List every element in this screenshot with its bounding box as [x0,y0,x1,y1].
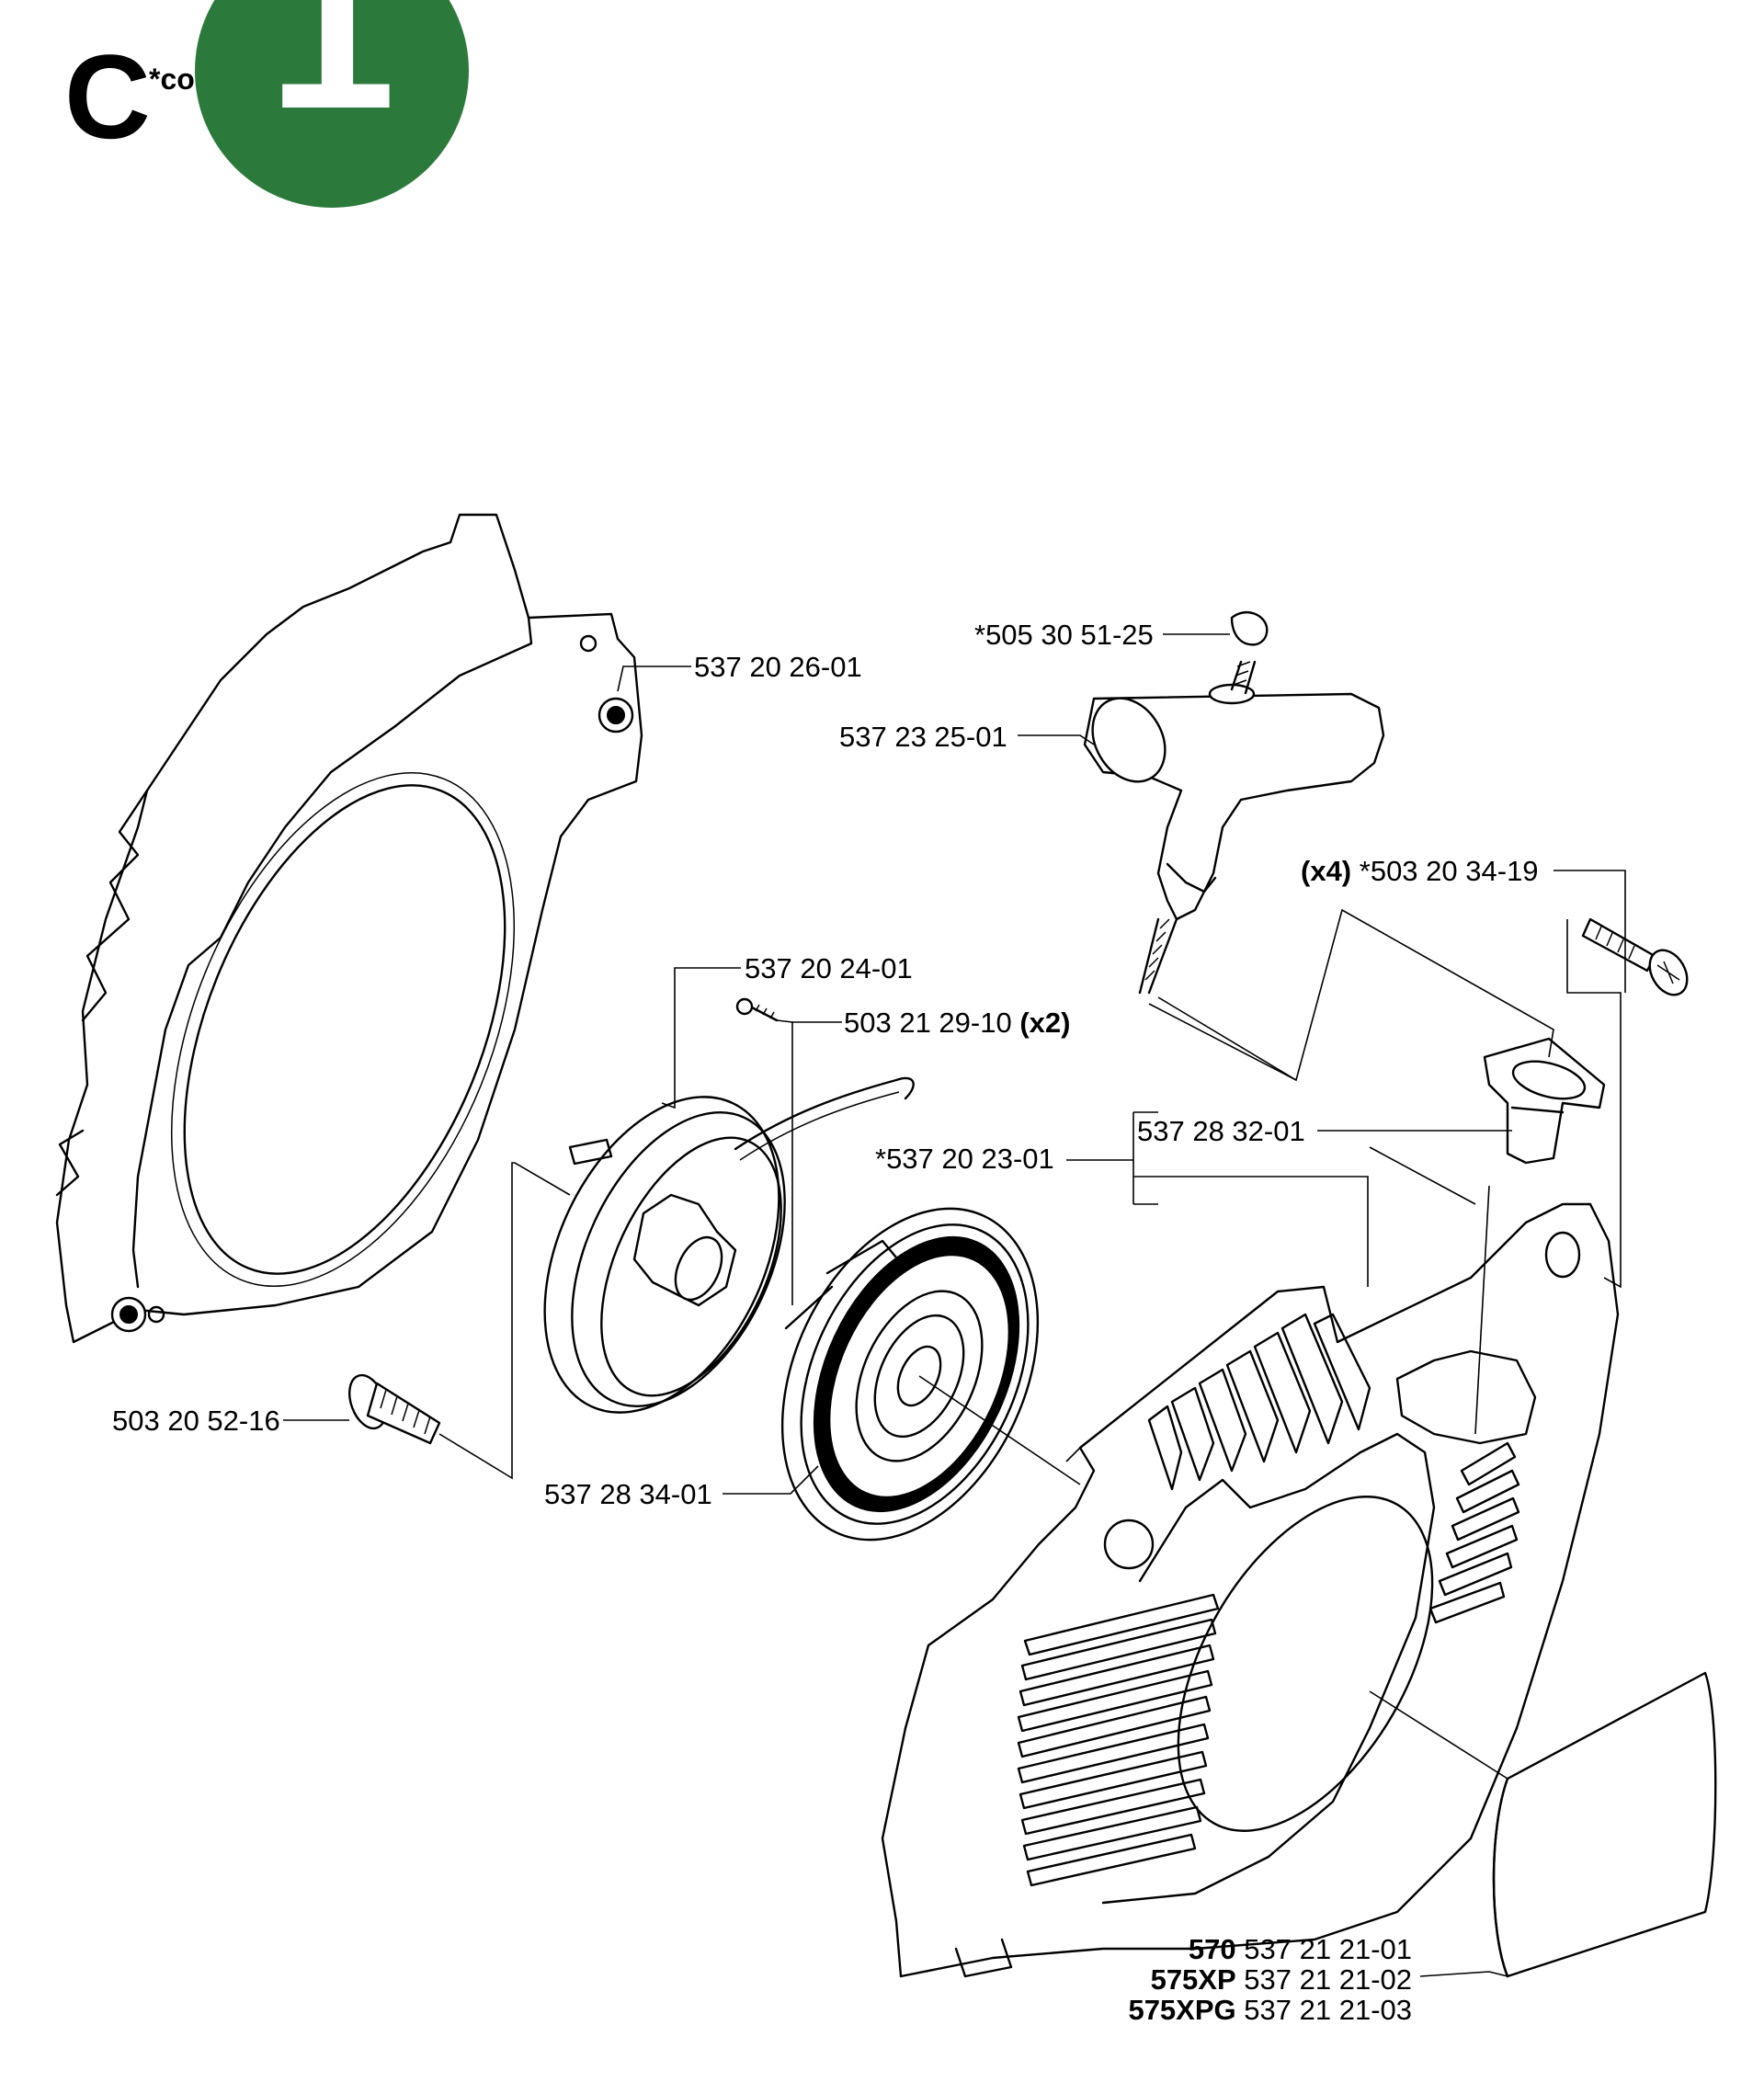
small-screw-part [735,997,779,1022]
model-row-575xpg: 575XPG 537 21 21-03 [1128,1996,1412,2024]
spring-cassette-part [780,1207,1040,1542]
starter-pulley-part [543,1076,915,1414]
label-bushing: 537 28 32-01 [1137,1115,1305,1147]
label-small-screw-qty: (x2) [1019,1007,1071,1039]
label-small-screw: 503 21 29-10 (x2) [844,1008,1070,1037]
housing-decal-part [1492,1671,1717,1978]
page-number: 1 [267,0,396,156]
model-part-number: 537 21 21-01 [1244,1933,1412,1965]
fan-cover-part [55,513,643,1344]
label-pulley: 537 20 24-01 [745,952,913,984]
starter-handle-part [1083,611,1385,995]
model-name: 575XPG [1128,1994,1236,2026]
cord-guide-bushing-part [1483,1037,1606,1165]
label-spring-cassette: 537 28 34-01 [544,1478,712,1510]
label-small-screw-part: 503 21 29-10 [844,1007,1012,1039]
label-cover-screw: (x4) *503 20 34-19 [1301,857,1539,885]
section-letter: C [64,29,151,164]
cover-screw-part [1581,917,1689,996]
label-fan-cover: 537 20 26-01 [694,651,862,683]
model-row-570: 570 537 21 21-01 [1189,1935,1412,1963]
model-part-number: 537 21 21-02 [1244,1963,1412,1996]
model-row-575xp: 575XP 537 21 21-02 [1151,1965,1412,1994]
label-cover-screw-qty: (x4) [1301,855,1352,887]
model-name: 575XP [1150,1963,1236,1996]
starter-housing-part [881,1202,1620,1978]
label-bolt: 503 20 52-16 [112,1405,280,1437]
model-part-number: 537 21 21-03 [1244,1994,1412,2026]
label-cord-spring: *505 30 51-25 [974,619,1154,651]
label-cover-screw-part: *503 20 34-19 [1359,855,1539,887]
model-name: 570 [1188,1933,1236,1965]
leader-lines [283,633,1626,1977]
label-starter-assembly: *537 20 23-01 [875,1143,1054,1175]
section-note: *co [149,63,195,96]
label-handle: 537 23 25-01 [839,721,1007,753]
bolt-part [348,1373,441,1445]
